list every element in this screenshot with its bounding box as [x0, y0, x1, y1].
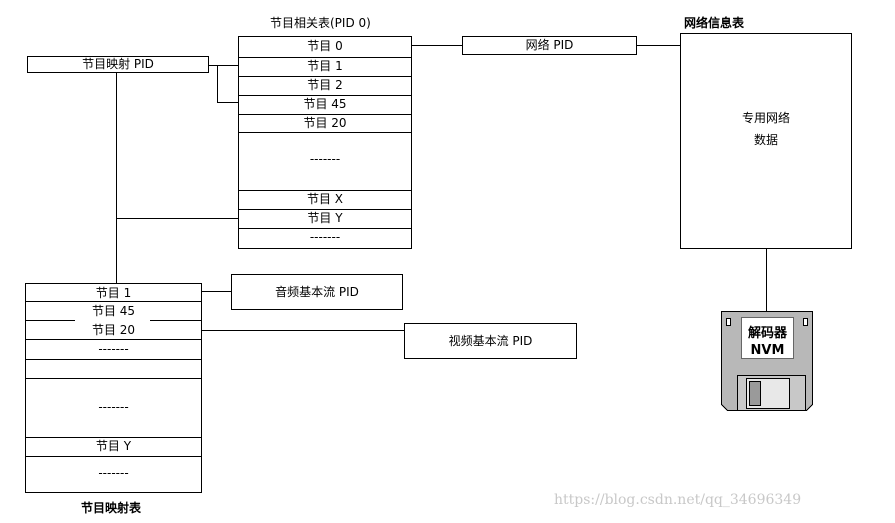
pat-table-title: 节目相关表(PID 0): [270, 16, 371, 30]
pat-table-frame: [238, 36, 412, 249]
pmt-row-program-45: 节目 45: [91, 304, 136, 318]
pmt-table-title: 节目映射表: [81, 501, 142, 515]
watermark: https://blog.csdn.net/qq_34696349: [554, 492, 802, 508]
nit-body-line1: 专用网络: [741, 111, 790, 125]
network-pid-box-frame: [462, 36, 637, 55]
pmt-table-frame: [25, 283, 202, 493]
pmt-row-ellipsis-1: -------: [98, 342, 129, 356]
pat-row-program-0: 节目 0: [307, 39, 343, 53]
decoder-label-line1: 解码器: [747, 326, 787, 341]
floppy-disk-icon: [721, 311, 813, 411]
pat-row-program-x: 节目 X: [306, 192, 344, 206]
pmt-row-ellipsis-3: -------: [98, 466, 129, 480]
nit-title: 网络信息表: [684, 16, 745, 30]
pat-row-ellipsis-bottom: -------: [309, 230, 341, 244]
pmt-row-program-20: 节目 20: [91, 323, 136, 337]
decoder-label-line2: NVM: [750, 343, 785, 358]
pmt-pid-box: 节目映射 PID: [82, 57, 154, 71]
pmt-row-program-y: 节目 Y: [95, 439, 132, 453]
pat-row-program-45: 节目 45: [303, 97, 347, 111]
nit-body-line2: 数据: [753, 133, 778, 147]
video-pid-box: 视频基本流 PID: [448, 334, 533, 348]
pmt-pid-box-frame: [27, 56, 209, 73]
pat-row-program-2: 节目 2: [307, 78, 343, 92]
nit-box-frame: [680, 33, 852, 249]
pat-row-program-20: 节目 20: [303, 116, 347, 130]
audio-pid-box-frame: [231, 274, 403, 310]
pmt-row-program-1: 节目 1: [95, 286, 132, 300]
network-pid-box: 网络 PID: [525, 38, 574, 52]
pat-row-program-1: 节目 1: [307, 59, 343, 73]
audio-pid-box: 音频基本流 PID: [275, 285, 359, 299]
pat-row-ellipsis: -------: [309, 152, 341, 166]
pat-row-program-y: 节目 Y: [307, 211, 343, 225]
video-pid-box-frame: [404, 323, 577, 359]
pmt-row-ellipsis-2: -------: [98, 400, 129, 414]
